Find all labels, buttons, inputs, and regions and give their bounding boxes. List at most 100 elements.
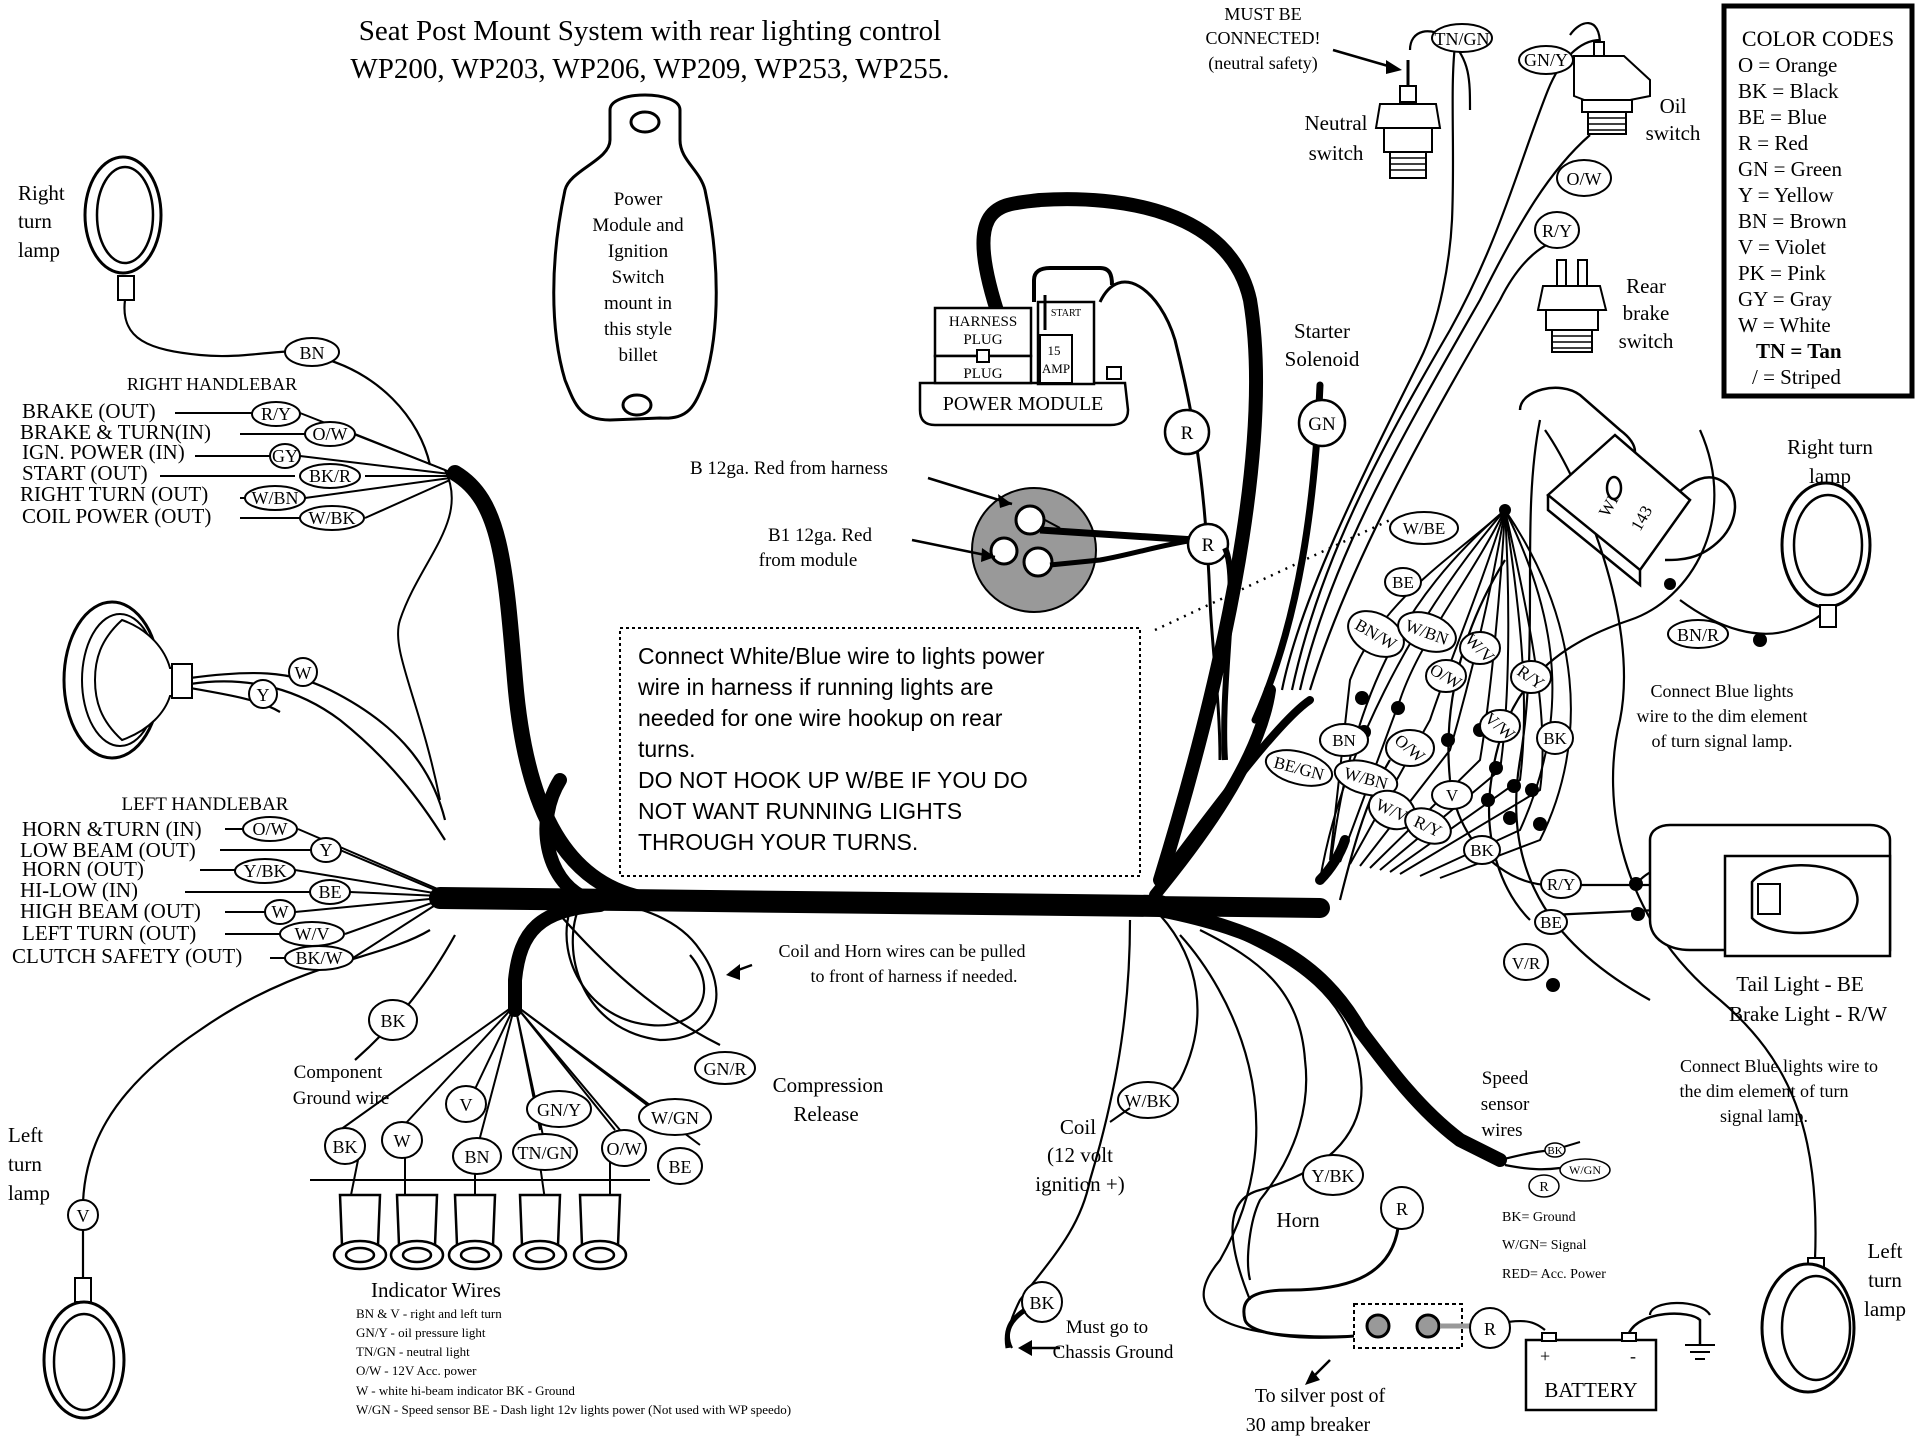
diagram-title: Seat Post Mount System with rear lightin… — [350, 15, 949, 85]
lamp-label: Right turn — [1787, 435, 1873, 459]
starter-label: Starter — [1294, 319, 1350, 343]
lamp-label: Right — [18, 181, 65, 205]
neutral-switch-label: switch — [1309, 141, 1364, 165]
tag-label: GN/R — [703, 1059, 746, 1079]
note-line: the dim element of turn — [1680, 1081, 1849, 1101]
must-connect-label: (neutral safety) — [1208, 53, 1317, 74]
tag-label: GY — [272, 446, 298, 466]
tag-label: R/Y — [261, 404, 291, 424]
tail-light-label: Brake Light - R/W — [1729, 1002, 1887, 1026]
oil-switch: GN/Y Oil switch — [1518, 41, 1701, 145]
speed-sensor-legend: RED= Acc. Power — [1502, 1267, 1606, 1282]
breaker: R R To silver post of 30 amp breaker — [1242, 1186, 1511, 1436]
breaker-label: 30 amp breaker — [1246, 1414, 1371, 1436]
wire-tag — [234, 858, 296, 884]
fuse-label: AMP — [1042, 361, 1070, 376]
must-connect-label: MUST BE — [1224, 4, 1301, 24]
note-line: THROUGH YOUR TURNS. — [638, 829, 918, 855]
speed-sensor: Speed sensor wires BK W/GN R BK= Ground … — [1481, 1068, 1611, 1282]
note-line: signal lamp. — [1720, 1106, 1808, 1126]
tag-label: BK — [1470, 841, 1494, 860]
lamp-label: lamp — [18, 238, 60, 262]
starter-label: Solenoid — [1285, 347, 1360, 371]
indicator-wires: BK Component Ground wire BK W V BN GN/Y … — [293, 999, 791, 1417]
lamp-label: turn — [8, 1152, 42, 1176]
indicator-title: Indicator Wires — [371, 1278, 501, 1302]
billet-label: Switch — [612, 267, 665, 288]
wire-tag — [299, 505, 365, 531]
note-line: DO NOT HOOK UP W/BE IF YOU DO — [638, 767, 1028, 793]
lamp-label: lamp — [1864, 1297, 1906, 1321]
tag-label: BK — [332, 1137, 357, 1157]
tag-label: V — [1446, 786, 1459, 805]
note-line: wire in harness if running lights are — [637, 674, 993, 700]
tag-label: Y — [257, 685, 270, 705]
lamp-label: Left — [1868, 1239, 1903, 1263]
tag-label: GN/Y — [1524, 50, 1568, 70]
brake-switch-label: Rear — [1626, 274, 1666, 298]
chassis-ground: BK Must go to Chassis Ground — [1004, 1281, 1174, 1363]
title-line-2: WP200, WP203, WP206, WP209, WP253, WP255… — [350, 53, 949, 85]
note-line: to front of harness if needed. — [811, 966, 1018, 986]
wp143-module: WP- 143 — [1518, 386, 1737, 590]
tag-label: BE — [668, 1157, 691, 1177]
right-handlebar-title: RIGHT HANDLEBAR — [127, 374, 297, 394]
b1-wire-label: B1 12ga. Red — [768, 525, 872, 546]
left-handlebar: LEFT HANDLEBAR HORN &TURN (IN) LOW BEAM … — [12, 794, 441, 971]
component-ground-label: Component — [294, 1062, 383, 1083]
speed-sensor-legend: W/GN= Signal — [1502, 1238, 1587, 1253]
color-code-entry: W = White — [1738, 313, 1831, 337]
rear-brake-switch: O/W R/Y Rear brake switch — [1534, 159, 1674, 353]
note-line: NOT WANT RUNNING LIGHTS — [638, 798, 962, 824]
tag-label: TN/GN — [518, 1143, 573, 1163]
color-code-entry: BN = Brown — [1738, 209, 1847, 233]
battery-label: BATTERY — [1544, 1378, 1637, 1402]
tag-label: W/BK — [1125, 1091, 1172, 1111]
color-code-entry: V = Violet — [1738, 235, 1826, 259]
tag-label: W — [272, 902, 289, 922]
tag-label: BK — [1547, 1145, 1562, 1157]
tag-label: BE — [1392, 573, 1414, 592]
tag-label: W/BE — [1403, 519, 1446, 538]
color-codes-legend: COLOR CODES O = Orange BK = Black BE = B… — [1721, 3, 1915, 399]
compression-label: Compression — [773, 1073, 884, 1097]
right-handlebar-line: BRAKE & TURN(IN) — [20, 420, 211, 444]
tag-label: BK/R — [309, 466, 351, 486]
tag-label: BN — [1332, 731, 1356, 750]
wire-tag — [310, 837, 342, 863]
brake-switch-label: switch — [1619, 329, 1674, 353]
indicator-legend-line: W - white hi-beam indicator BK - Ground — [356, 1383, 575, 1398]
right-handlebar: RIGHT HANDLEBAR BRAKE (OUT) BRAKE & TURN… — [20, 374, 453, 801]
left-handlebar-title: LEFT HANDLEBAR — [122, 794, 289, 815]
tag-label: Y/BK — [1311, 1166, 1354, 1186]
tag-label: BE — [318, 882, 341, 902]
headlamp: W Y — [62, 600, 318, 760]
component-ground-label: Ground wire — [293, 1088, 390, 1109]
b1-wire-label: from module — [759, 550, 858, 571]
compression-release-label: Compression Release — [773, 1073, 884, 1126]
horn-label: Horn — [1276, 1208, 1320, 1232]
wire-tag — [242, 816, 298, 842]
note-line: Connect Blue lights wire to — [1680, 1056, 1878, 1076]
tag-label: O/W — [607, 1139, 642, 1159]
tag-label: W/BN — [252, 488, 299, 508]
left-handlebar-line: HI-LOW (IN) — [20, 878, 138, 902]
horn: Y/BK Horn — [1276, 1154, 1364, 1232]
speed-sensor-legend: BK= Ground — [1502, 1210, 1576, 1225]
tag-label: R — [1202, 535, 1215, 556]
lamp-label: Left — [8, 1123, 43, 1147]
power-module-label: POWER MODULE — [943, 393, 1104, 415]
dotted-pointer — [1154, 518, 1391, 632]
color-code-entry: PK = Pink — [1738, 261, 1826, 285]
right-handlebar-line: RIGHT TURN (OUT) — [20, 482, 208, 506]
coil: W/BK Coil (12 volt ignition +) — [1035, 1081, 1179, 1196]
oil-switch-label: Oil — [1660, 94, 1687, 118]
power-module: POWER MODULE HARNESS PLUG PLUG START 15 … — [918, 266, 1222, 761]
wire-tag — [304, 421, 356, 447]
note-line: turns. — [638, 736, 696, 762]
left-handlebar-line: CLUTCH SAFETY (OUT) — [12, 944, 242, 968]
rear-connector-fan: W/BE BE BN/W W/BN W/V O/W R/Y V/W BK BN … — [1264, 504, 1574, 881]
battery-minus: - — [1630, 1346, 1636, 1366]
tail-light-label: Tail Light - BE — [1736, 972, 1863, 996]
tag-label: R — [1539, 1180, 1549, 1195]
